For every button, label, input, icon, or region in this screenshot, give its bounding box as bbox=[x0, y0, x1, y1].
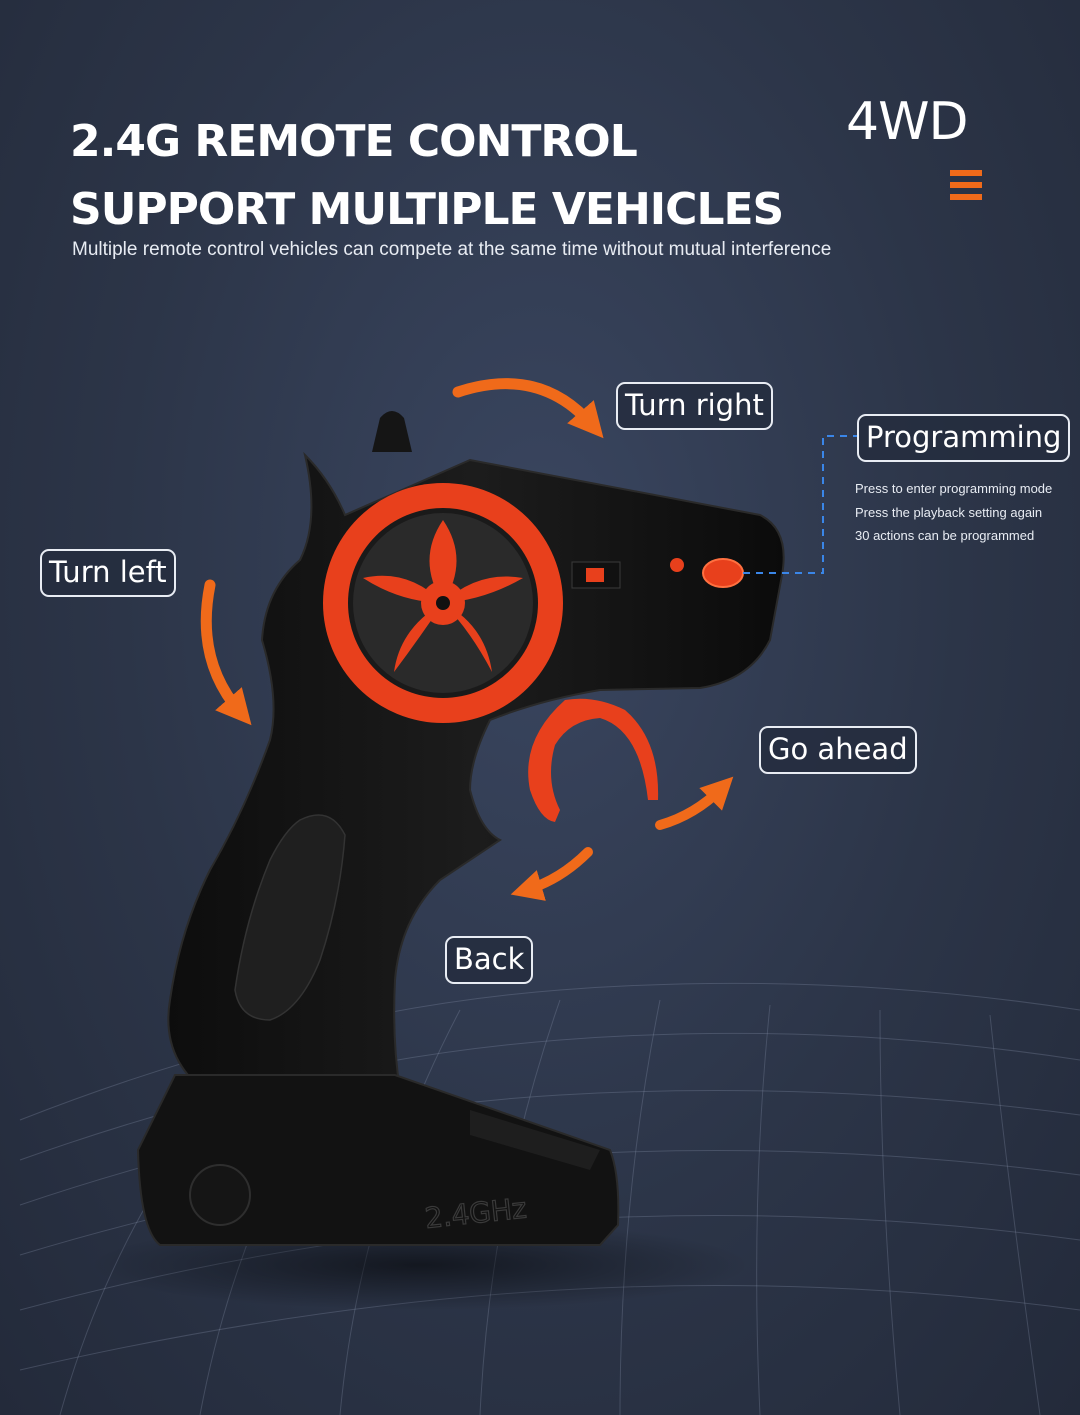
programming-note: Press the playback setting again bbox=[855, 504, 1043, 520]
programming-note: Press to enter programming mode bbox=[855, 481, 1053, 496]
turn-right-arrow bbox=[452, 378, 604, 439]
turn-left-arrow bbox=[200, 579, 252, 726]
throttle-trigger bbox=[528, 698, 659, 822]
programming-notes: Press to enter programming mode Press th… bbox=[855, 477, 1077, 548]
back-arrow bbox=[510, 847, 593, 901]
go-ahead-label: Go ahead bbox=[759, 726, 917, 774]
turn-right-label: Turn right bbox=[616, 382, 773, 430]
headline-line-1: 2.4G REMOTE CONTROL bbox=[70, 116, 638, 167]
antenna bbox=[372, 411, 412, 452]
indicator-light bbox=[670, 558, 684, 572]
power-button bbox=[189, 1164, 251, 1226]
programming-note: 30 actions can be programmed bbox=[855, 528, 1035, 543]
subtitle: Multiple remote control vehicles can com… bbox=[72, 239, 832, 260]
four-wheel-drive-badge: 4WD bbox=[846, 92, 969, 152]
programming-button-graphic bbox=[702, 558, 744, 588]
programming-label: Programming bbox=[857, 414, 1071, 462]
headline-line-2: SUPPORT MULTIPLE VEHICLES bbox=[70, 184, 784, 235]
headline: 2.4G REMOTE CONTROL SUPPORT MULTIPLE VEH… bbox=[70, 108, 830, 244]
menu-bars-icon bbox=[950, 170, 982, 202]
mode-switch bbox=[571, 561, 621, 589]
grip-panel bbox=[234, 814, 346, 1021]
programming-connector bbox=[743, 435, 858, 574]
go-ahead-arrow bbox=[655, 776, 734, 830]
controller-base bbox=[136, 1074, 620, 1246]
steering-wheel bbox=[323, 483, 563, 723]
back-label: Back bbox=[445, 936, 534, 984]
turn-left-label: Turn left bbox=[40, 549, 176, 597]
